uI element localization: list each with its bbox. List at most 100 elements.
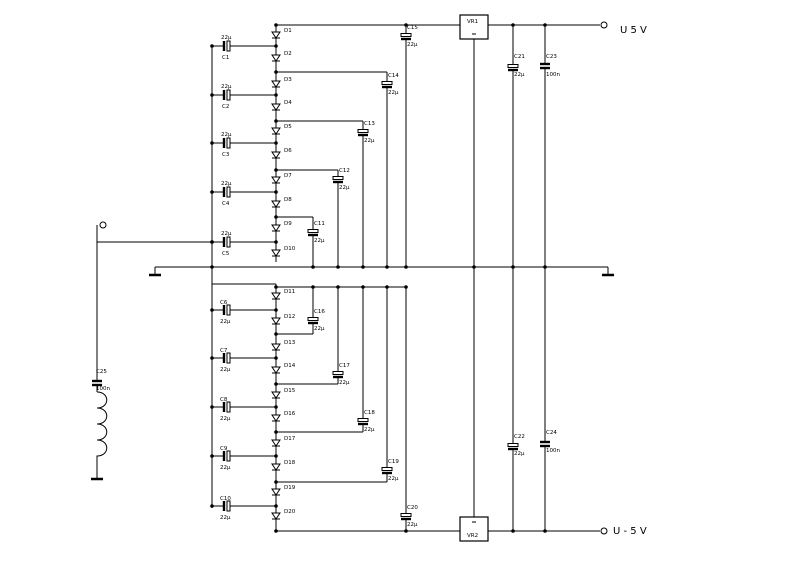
diode: [271, 103, 281, 111]
diode-label: D10: [284, 246, 296, 252]
junction-dot: [274, 285, 278, 289]
capacitor-label: C19: [388, 459, 399, 465]
diode: [271, 151, 281, 159]
junction-dot: [210, 308, 214, 312]
diode: [271, 54, 281, 62]
junction-dot: [210, 93, 214, 97]
junction-dot: [274, 382, 278, 386]
capacitor-value: 22µ: [221, 181, 232, 187]
capacitor-plate: [507, 443, 519, 447]
capacitor-label: C11: [314, 221, 325, 227]
junction-dot: [511, 23, 515, 27]
diode-label: D20: [284, 509, 296, 515]
capacitor-plate: [357, 129, 369, 133]
capacitor-label: C1: [222, 55, 229, 61]
diode-label: D17: [284, 436, 296, 442]
capacitor-value: 22µ: [407, 42, 418, 48]
output-negative-label: U - 5 V: [613, 526, 647, 537]
diode: [271, 249, 281, 257]
capacitor-plate: [226, 137, 231, 149]
capacitor-label: C22: [514, 434, 525, 440]
diode-label: D14: [284, 363, 296, 369]
junction-dot: [274, 504, 278, 508]
capacitor-label: C17: [339, 363, 350, 369]
capacitor-plate: [507, 64, 519, 68]
capacitor-plate: [307, 229, 319, 233]
junction-dot: [210, 265, 214, 269]
capacitor-plate: [381, 81, 393, 85]
junction-dot: [274, 23, 278, 27]
junction-dot: [404, 285, 408, 289]
junction-dot: [210, 190, 214, 194]
capacitor-plate: [226, 352, 231, 364]
capacitor-value: 22µ: [339, 380, 350, 386]
capacitor-label: C16: [314, 309, 325, 315]
diode: [271, 80, 281, 88]
junction-dot: [511, 265, 515, 269]
junction-dot: [210, 44, 214, 48]
diode: [271, 127, 281, 135]
diode: [271, 391, 281, 399]
capacitor-label: C21: [514, 54, 525, 60]
junction-dot: [511, 529, 515, 533]
diode-label: D18: [284, 460, 296, 466]
capacitor-label: C18: [364, 410, 375, 416]
junction-dot: [274, 430, 278, 434]
junction-dot: [274, 405, 278, 409]
capacitor-label: C14: [388, 73, 399, 79]
capacitor-value: 22µ: [388, 476, 399, 482]
junction-dot: [274, 356, 278, 360]
capacitor-value: 100n: [546, 72, 560, 78]
capacitor-plate: [400, 33, 412, 37]
junction-dot: [404, 23, 408, 27]
diode: [271, 176, 281, 184]
capacitor-plate: [226, 304, 231, 316]
junction-dot: [311, 285, 315, 289]
junction-dot: [311, 265, 315, 269]
capacitor-value: 22µ: [364, 138, 375, 144]
capacitor-plate: [332, 176, 344, 180]
junction-dot: [543, 265, 547, 269]
junction-dot: [361, 285, 365, 289]
capacitor-label: C2: [222, 104, 229, 110]
junction-dot: [336, 265, 340, 269]
capacitor-label: C23: [546, 54, 557, 60]
diode-label: D13: [284, 340, 296, 346]
capacitor-label: C25: [96, 369, 107, 375]
capacitor-plate: [226, 40, 231, 52]
junction-dot: [543, 23, 547, 27]
capacitor-label: C20: [407, 505, 418, 511]
junction-dot: [274, 141, 278, 145]
diode-label: D4: [284, 100, 292, 106]
diode: [271, 200, 281, 208]
junction-dot: [385, 265, 389, 269]
capacitor-value: 22µ: [220, 367, 231, 373]
terminal: [600, 527, 608, 535]
capacitor-label: C3: [222, 152, 230, 158]
diode-label: D11: [284, 289, 295, 295]
junction-dot: [210, 504, 214, 508]
capacitor-plate: [226, 186, 231, 198]
capacitor-value: 22µ: [221, 84, 232, 90]
junction-dot: [274, 168, 278, 172]
capacitor-label: C5: [222, 251, 230, 257]
diode: [271, 292, 281, 300]
junction-dot: [274, 529, 278, 533]
terminal: [600, 21, 608, 29]
capacitor-plate: [226, 401, 231, 413]
capacitor-label: C6: [220, 300, 228, 306]
junction-dot: [404, 529, 408, 533]
diode: [271, 414, 281, 422]
diode-label: D12: [284, 314, 295, 320]
diode: [271, 463, 281, 471]
output-positive-label: U 5 V: [620, 25, 647, 36]
capacitor-value: 22µ: [220, 515, 231, 521]
capacitor-value: 100n: [546, 448, 560, 454]
capacitor-value: 22µ: [221, 231, 232, 237]
diode-label: D3: [284, 77, 292, 83]
capacitor-plate: [226, 89, 231, 101]
diode-label: D2: [284, 51, 292, 57]
junction-dot: [210, 141, 214, 145]
regulator-vr1: [459, 14, 489, 40]
diode-label: D15: [284, 388, 296, 394]
